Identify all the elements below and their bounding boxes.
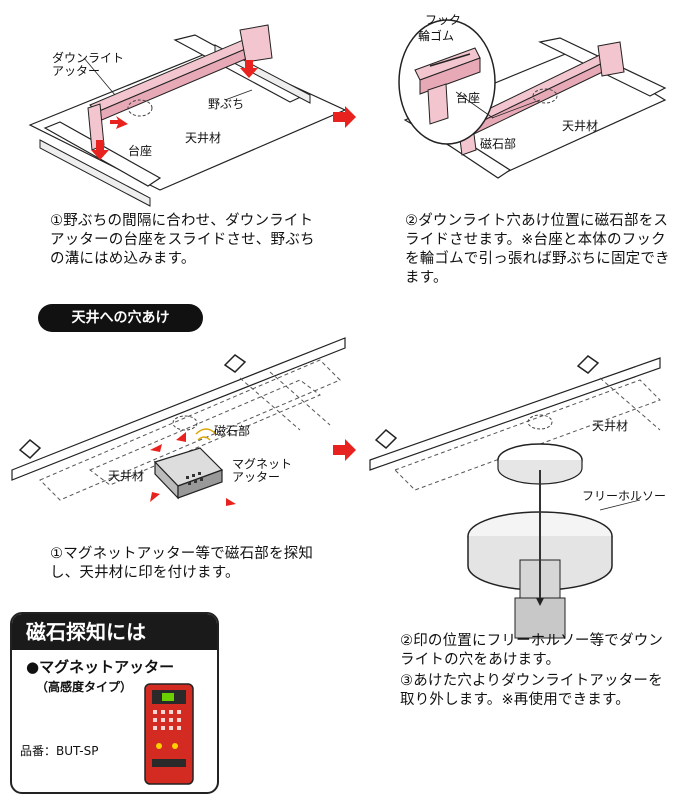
label-nobuchi: 野ぶち <box>208 97 245 111</box>
step2-bottom-caption: ②印の位置にフリーホルソー等でダウンライトの穴をあけます。 <box>400 633 664 668</box>
product-number: 品番：BUT-SP <box>20 744 99 758</box>
step1-bottom-caption: ①マグネットアッター等で磁石部を探知し、天井材に印を付けます。 <box>50 546 314 581</box>
box-title: 磁石探知には <box>12 614 217 650</box>
label-hook: フック <box>425 13 462 27</box>
label-free-holesaw: フリーホルソー <box>582 489 667 503</box>
section-title-pill: 天井への穴あけ <box>38 304 203 332</box>
label-tenjozai: 天井材 <box>185 131 222 145</box>
step3-bottom-caption: ③あけた穴よりダウンライトアッターを取り外します。※再使用できます。 <box>400 673 663 708</box>
label-wagomu: 輪ゴム <box>418 29 455 43</box>
label-tenjozai-bottom: 天井材 <box>108 469 145 483</box>
step1-top-caption: ①野ぶちの間隔に合わせ、ダウンライトアッターの台座をスライドさせ、野ぶちの溝には… <box>50 213 315 267</box>
label-daiza: 台座 <box>456 91 481 105</box>
label-downlight-cutter: ダウンライト アッター <box>52 51 125 78</box>
magnet-cutter-product-image <box>144 683 194 785</box>
step2-top-caption: ②ダウンライト穴あけ位置に磁石部をスライドさせます。※台座と本体のフックを輪ゴム… <box>405 213 670 286</box>
label-tenjozai-right: 天井材 <box>592 419 629 433</box>
magnet-detection-box: 磁石探知には ●マグネットアッター （高感度タイプ） 品番：BUT-SP <box>10 612 219 794</box>
product-subtitle: （高感度タイプ） <box>36 680 133 694</box>
label-tenjozai: 天井材 <box>562 119 599 133</box>
label-jishakubu: 磁石部 <box>480 137 517 151</box>
label-magnet-cutter: マグネット アッター <box>232 457 293 484</box>
label-daiza: 台座 <box>128 144 153 158</box>
product-name: ●マグネットアッター <box>26 658 175 676</box>
label-jishakubu-bottom: 磁石部 <box>214 424 251 438</box>
